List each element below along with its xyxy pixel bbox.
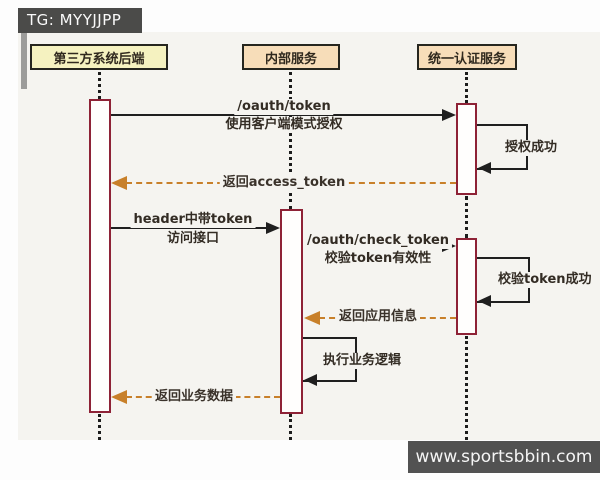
arrowhead-left-orange-icon (304, 311, 320, 325)
activation-auth-service-2 (456, 238, 477, 335)
message-label: 返回业务数据 (151, 389, 237, 405)
message-label: 返回access_token (219, 175, 349, 191)
arrowhead-left-icon (304, 374, 317, 386)
message-label: /oauth/check_token (303, 233, 453, 249)
lifeline-third-party-backend (98, 414, 101, 440)
arrowhead-left-orange-icon (111, 176, 127, 190)
activation-auth-service-1 (456, 103, 477, 195)
message-label: 授权成功 (502, 140, 561, 156)
arrowhead-right-icon (266, 222, 280, 234)
participant-label: 内部服务 (264, 51, 317, 67)
activation-internal-service (280, 209, 303, 414)
activation-third-party-backend (89, 99, 111, 413)
lifeline-internal-service (289, 414, 292, 440)
arrowhead-right-icon (442, 109, 456, 121)
lifeline-auth-service (465, 72, 468, 103)
participant-auth-service: 统一认证服务 (417, 44, 517, 70)
message-label: 校验token成功 (495, 272, 595, 288)
participant-internal-service: 内部服务 (242, 44, 340, 70)
message-label: 访问接口 (163, 231, 223, 247)
message-label: 校验token有效性 (321, 251, 435, 267)
message-label: 使用客户端模式授权 (222, 117, 346, 133)
message-line-header-token (111, 227, 266, 229)
message-label: header中带token (130, 212, 256, 228)
lifeline-internal-service (289, 72, 292, 209)
message-label: 执行业务逻辑 (320, 353, 405, 369)
arrowhead-left-icon (478, 162, 491, 174)
participant-third-party-backend: 第三方系统后端 (30, 44, 168, 70)
watermark-top: TG: MYYJJPP (18, 8, 142, 33)
participant-label: 第三方系统后端 (53, 51, 145, 67)
arrowhead-left-orange-icon (111, 390, 127, 404)
message-label: 返回应用信息 (335, 309, 421, 325)
arrowhead-left-icon (478, 295, 491, 307)
participant-label: 统一认证服务 (427, 51, 506, 67)
watermark-bottom: www.sportsbbin.com (408, 441, 600, 473)
lifeline-auth-service (465, 196, 468, 238)
message-label: /oauth/token (234, 99, 334, 115)
left-gray-strip (21, 33, 27, 89)
lifeline-third-party-backend (98, 72, 101, 99)
lifeline-auth-service (465, 336, 468, 440)
message-line-oauth-token (111, 114, 444, 116)
